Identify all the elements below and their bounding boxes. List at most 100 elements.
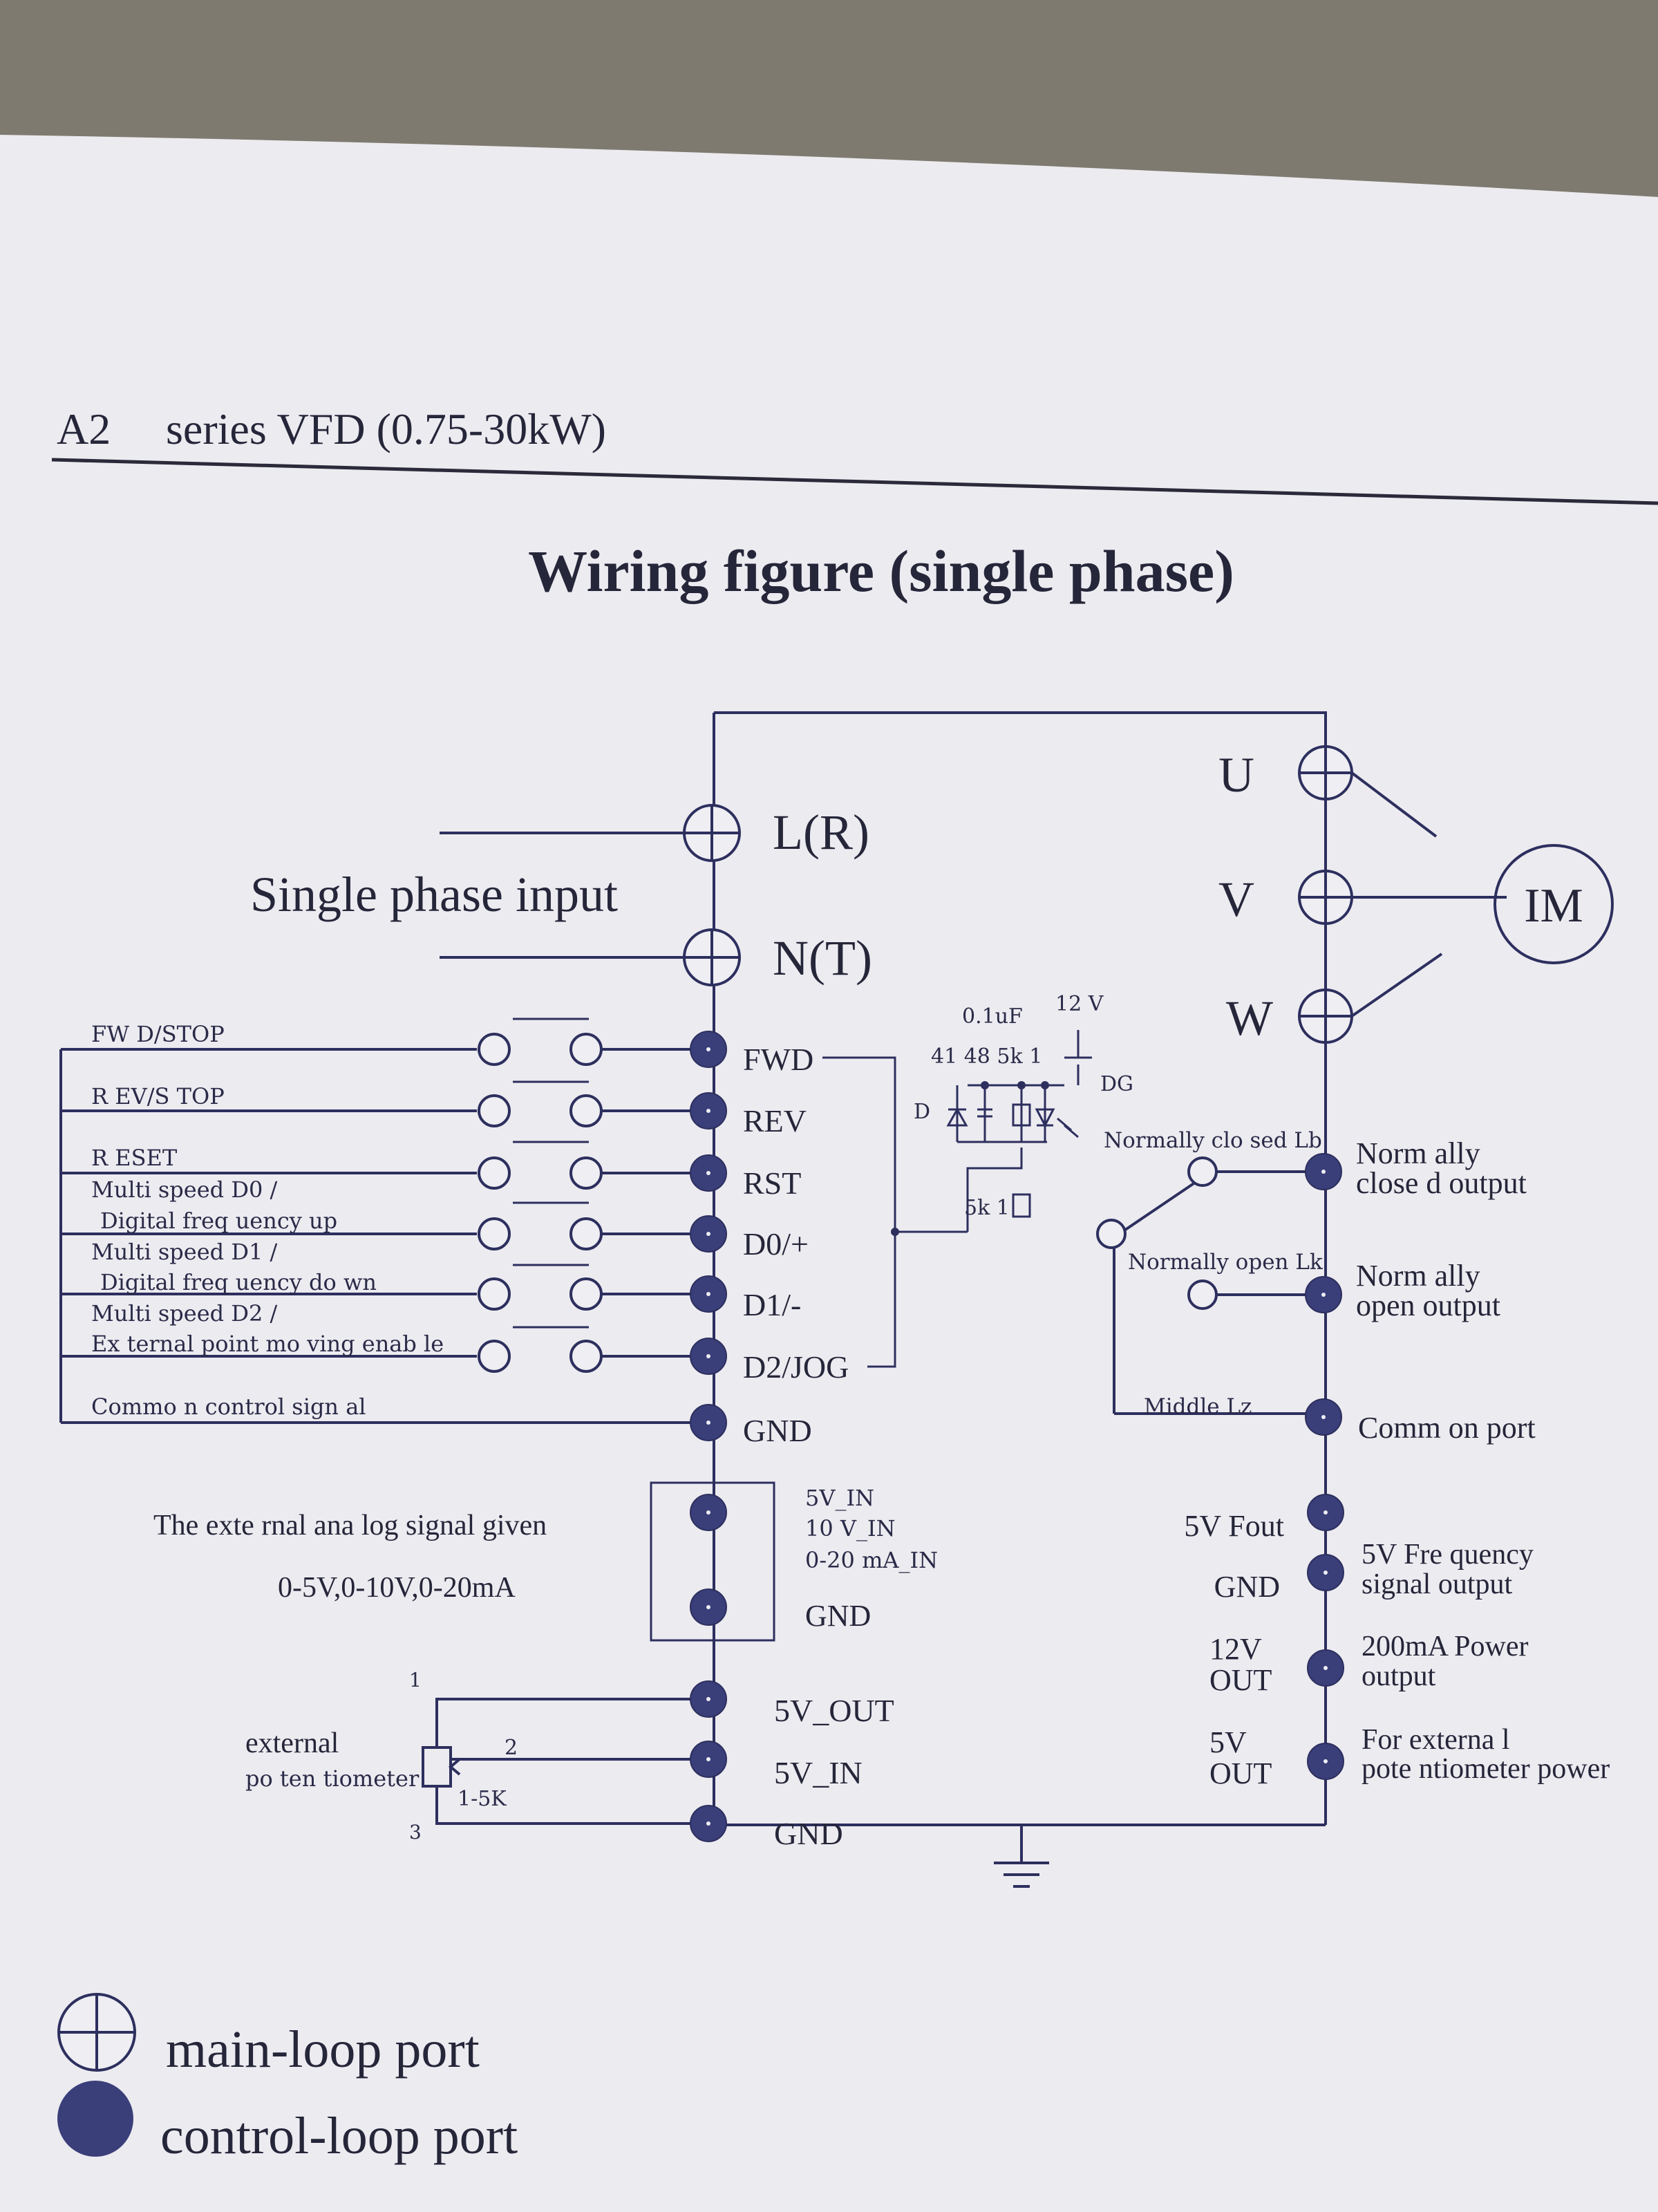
supply-label: 12 V [1055,992,1104,1016]
ground-symbol [994,1825,1049,1888]
aux-desc-labels: 5V Fre quency signal output 200mA Power … [1362,1539,1610,1785]
gnd-terminal: GND [743,1413,812,1448]
terminal-l-label: L(R) [773,805,869,860]
resistor-label: 5k 1 [964,1196,1010,1220]
capacitor-label: 0.1uF [962,1004,1023,1029]
analog-signal-label: The exte rnal ana log signal given [153,1510,547,1541]
d2-label-1: Multi speed D2 / [91,1300,278,1327]
rev-terminal: REV [743,1103,807,1138]
d1-label-1: Multi speed D1 / [91,1239,278,1265]
relay-circuit [1096,1156,1313,1415]
terminal-l [683,804,741,862]
common-port-label: Comm on port [1358,1411,1536,1445]
common-control-label: Commo n control sign al [91,1394,366,1420]
control-terminal-labels: FWD REV RST D0/+ D1/- D2/JOG GND [743,1042,849,1448]
terminal-n-label: N(T) [773,930,872,986]
single-phase-input-label: Single phase input [250,867,618,922]
aux-5v-out: OUT [1209,1756,1272,1790]
fwd-terminal: FWD [743,1042,813,1077]
aux-desc-freq-1: 5V Fre quency [1362,1539,1534,1571]
header-rule [51,458,1658,505]
motor-label: IM [1524,879,1583,932]
nc-contact-label: Normally clo sed Lb [1104,1128,1322,1153]
control-input-labels: FW D/STOP R EV/S TOP R ESET Multi speed … [91,1021,444,1420]
series-code: A2 [57,404,111,453]
analog-5v-in: 5V_IN [805,1485,874,1511]
d2-terminal: D2/JOG [743,1349,849,1385]
motor-leads [1350,771,1507,1018]
aux-desc-freq-2: signal output [1362,1568,1512,1600]
no-output-label-2: open output [1356,1288,1500,1322]
series-title: series VFD (0.75-30kW) [166,404,606,453]
aux-desc-pot-1: For externa l [1362,1724,1510,1756]
control-input-wires [61,1048,698,1424]
dg-label: DG [1100,1072,1133,1096]
pot-gnd: GND [774,1816,843,1851]
pot-label-2: po ten tiometer [245,1765,420,1792]
nc-output-label-1: Norm ally [1356,1136,1480,1170]
relay-contact-labels: Normally clo sed Lb Normally open Lk Mid… [1104,1128,1323,1419]
frame-top [714,711,1327,757]
terminal-u-label: U [1218,747,1254,803]
d0-terminal: D0/+ [743,1226,809,1262]
terminal-v [1298,870,1353,925]
d2-label-2: Ex ternal point mo ving enab le [91,1331,444,1357]
d1-terminal: D1/- [743,1287,801,1322]
fwd-stop-label: FW D/STOP [91,1021,225,1047]
d0-label-2: Digital freq uency up [100,1208,337,1234]
control-loop-port-icon [57,2081,133,2157]
analog-10v-in: 10 V_IN [805,1515,896,1541]
pot-pin-1: 1 [409,1669,422,1691]
relay-output-labels: Norm ally close d output Norm ally open … [1356,1136,1536,1445]
aux-5v-fout: 5V Fout [1184,1509,1284,1543]
middle-contact-label: Middle Lz [1144,1394,1252,1419]
terminal-v-label: V [1218,872,1254,927]
aux-desc-pot-2: pote ntiometer power [1362,1753,1610,1785]
terminal-u [1298,745,1353,800]
switch-contacts [478,1018,698,1373]
rst-terminal: RST [743,1165,801,1201]
analog-gnd-label: GND [805,1599,871,1633]
analog-input-box [650,1481,775,1642]
aux-terminal-labels: 5V Fout GND 12V OUT 5V OUT [1184,1509,1284,1790]
no-output-label-1: Norm ally [1356,1259,1480,1293]
aux-ports [1307,1494,1344,1780]
no-contact-label: Normally open Lk [1128,1250,1323,1275]
main-loop-port-icon [57,1993,136,2072]
aux-gnd: GND [1214,1570,1280,1604]
terminal-w [1298,988,1353,1044]
terminal-w-label: W [1226,991,1273,1046]
analog-input-labels: 5V_IN 10 V_IN 0-20 mA_IN [805,1485,938,1573]
nc-output-label-2: close d output [1356,1166,1527,1200]
d0-label-1: Multi speed D0 / [91,1177,278,1203]
analog-ports [690,1494,727,1626]
legend: main-loop port control-loop port [57,1993,518,2165]
relay-ports [1305,1153,1342,1436]
pot-5v-out: 5V_OUT [774,1693,894,1728]
page-title: Wiring figure (single phase) [528,538,1234,604]
aux-12v: 12V [1209,1632,1262,1666]
parts-label: 41 48 5k 1 [931,1044,1042,1069]
optocoupler-circuit [822,1030,1092,1368]
control-input-ports [690,1031,727,1441]
aux-5v: 5V [1209,1725,1247,1759]
rev-stop-label: R EV/S TOP [91,1083,225,1109]
pot-pin-3: 3 [409,1821,422,1844]
pot-ports [690,1680,727,1842]
optocoupler-labels: 0.1uF 12 V 41 48 5k 1 D DG 5k 1 [914,992,1133,1220]
analog-20ma-in: 0-20 mA_IN [805,1547,938,1573]
diode-label: D [914,1100,930,1124]
motor-circle [1494,844,1614,964]
reset-label: R ESET [91,1145,178,1171]
pot-pin-2: 2 [505,1736,518,1760]
d1-label-2: Digital freq uency do wn [100,1269,377,1295]
aux-12v-out: OUT [1209,1663,1272,1697]
analog-signal-range: 0-5V,0-10V,0-20mA [278,1572,516,1604]
aux-desc-power-1: 200mA Power [1362,1631,1529,1662]
aux-desc-power-2: output [1362,1660,1436,1692]
terminal-n [683,928,741,986]
pot-5v-in: 5V_IN [774,1755,863,1790]
pot-label-1: external [245,1727,339,1759]
